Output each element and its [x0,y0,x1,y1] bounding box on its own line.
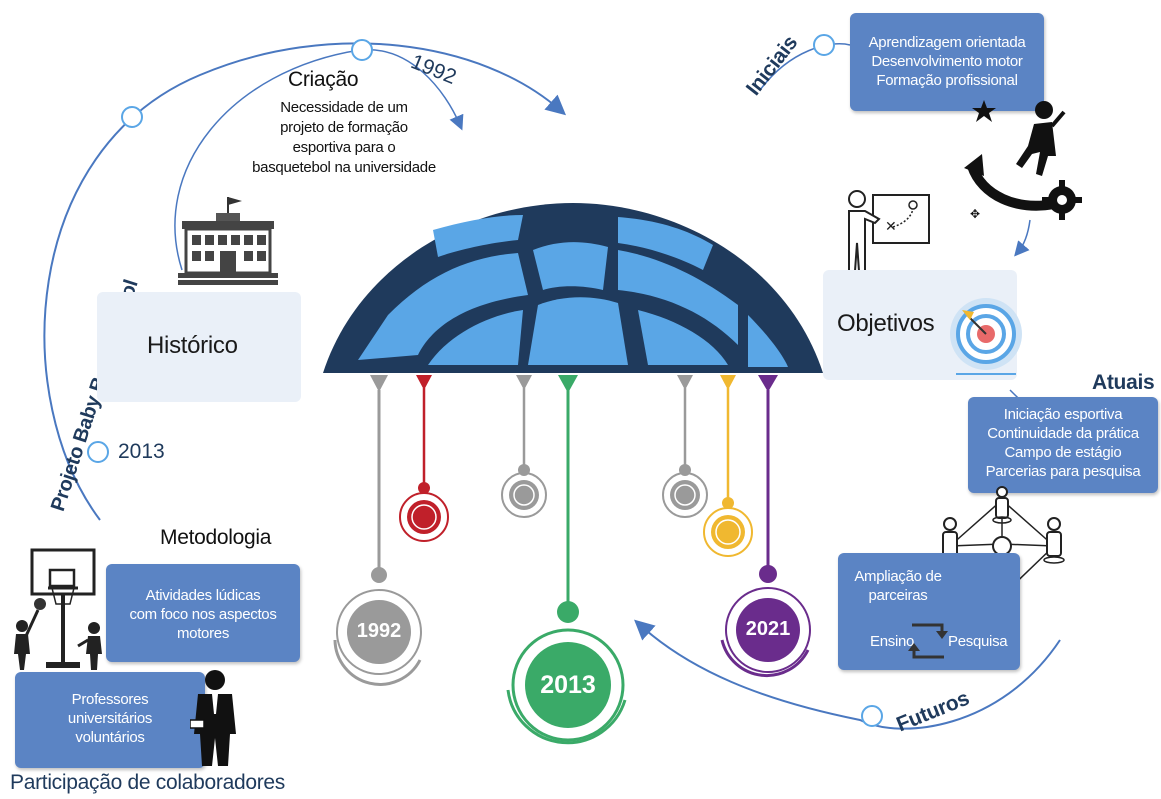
businessman-icon [190,670,236,766]
growth-progress-icon: ✥ [964,100,1082,221]
arc-futuros [634,619,1061,730]
basketball-dome-icon [323,203,823,373]
historico-label: Histórico [147,332,238,359]
badge-2013: 2013 [540,671,596,699]
target-icon [950,298,1022,375]
atuais-label: Atuais [1092,371,1155,394]
inner-arc-left [174,48,464,271]
objetivos-label: Objetivos [837,310,935,337]
ampliacao-line2: parceiras [868,587,928,604]
year-2013-arc: 2013 [118,440,165,463]
criacao-text: Necessidade de um projeto de formação es… [252,99,436,176]
exchange-arrows-icon [908,623,948,659]
outer-arc-left [43,42,567,521]
badge-1992: 1992 [356,620,402,642]
ensino-label: Ensino [870,633,915,650]
metodologia-box: Atividades lúdicas com foco nos aspectos… [106,564,300,662]
basketball-hoop-icon [14,548,102,670]
arc-objetivos [1014,219,1031,257]
metodologia-title: Metodologia [160,526,272,549]
professores-box: Professores universitários voluntários [15,672,205,768]
badge-2021: 2021 [745,618,791,640]
criacao-title: Criação [288,68,359,91]
svg-text:✕: ✕ [885,218,897,234]
participacao-label: Participação de colaboradores [10,771,285,794]
svg-text:✥: ✥ [970,207,980,221]
building-icon [178,197,278,285]
atuais-box: Iniciação esportiva Continuidade da prát… [968,397,1158,493]
iniciais-box: Aprendizagem orientada Desenvolvimento m… [850,13,1044,111]
ampliacao-line1: Ampliação de [854,568,942,585]
ampliacao-box: Ampliação de parceiras Ensino Pesquisa [838,553,1020,670]
teacher-board-icon: ✕ [848,190,930,272]
arc-iniciais [759,43,851,91]
pesquisa-label: Pesquisa [948,633,1008,650]
historico-box: Histórico [97,292,301,402]
